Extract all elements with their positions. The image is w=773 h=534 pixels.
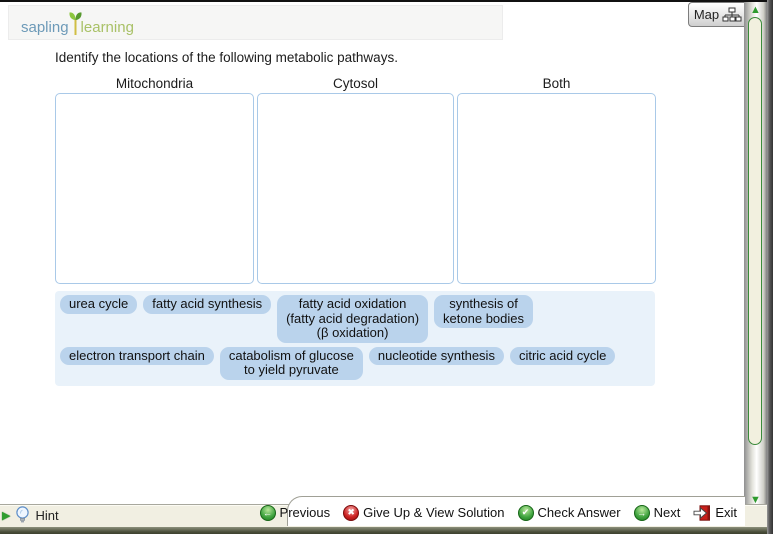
bin-header-both: Both xyxy=(542,76,571,91)
expand-arrow-icon[interactable]: ▶ xyxy=(2,509,11,522)
sapling-learning-logo: sapling learning xyxy=(21,10,134,35)
next-label: Next xyxy=(653,505,681,520)
exit-door-icon xyxy=(693,504,711,521)
previous-button[interactable]: ← Previous xyxy=(259,504,331,521)
window-bottom-border xyxy=(0,527,767,534)
map-button-label: Map xyxy=(693,7,720,22)
hint-label: Hint xyxy=(35,507,59,523)
dropzone-mitochondria[interactable] xyxy=(55,93,254,284)
nav-button-tab: ← Previous ✖ Give Up & View Solution ✔ C… xyxy=(259,496,745,526)
chip-row-2: electron transport chain catabolism of g… xyxy=(60,346,650,380)
hint-button[interactable]: ▶ Hint xyxy=(2,506,59,524)
sprout-icon xyxy=(69,12,82,35)
check-answer-button[interactable]: ✔ Check Answer xyxy=(517,504,621,521)
chip-synthesis-of-ketone-bodies[interactable]: synthesis of ketone bodies xyxy=(434,295,533,328)
chip-electron-transport-chain[interactable]: electron transport chain xyxy=(60,346,214,365)
scrollbar-thumb[interactable] xyxy=(748,17,762,445)
scroll-up-arrow-icon[interactable]: ▲ xyxy=(750,4,761,16)
chip-catabolism-of-glucose[interactable]: catabolism of glucose to yield pyruvate xyxy=(219,346,363,380)
give-up-x-icon: ✖ xyxy=(343,504,360,521)
give-up-label: Give Up & View Solution xyxy=(363,505,505,520)
scroll-down-arrow-icon[interactable]: ▼ xyxy=(750,494,761,506)
map-button[interactable]: Map xyxy=(688,2,748,27)
lightbulb-icon xyxy=(16,506,30,523)
chip-row-1: urea cycle fatty acid synthesis fatty ac… xyxy=(60,295,650,343)
dropzone-cytosol[interactable] xyxy=(257,93,454,284)
exit-label: Exit xyxy=(715,505,737,520)
next-button[interactable]: → Next xyxy=(633,504,681,521)
question-prompt: Identify the locations of the following … xyxy=(55,50,398,65)
chip-citric-acid-cycle[interactable]: citric acid cycle xyxy=(509,346,616,365)
window-right-border xyxy=(767,0,773,534)
chip-bank-panel: urea cycle fatty acid synthesis fatty ac… xyxy=(55,291,655,386)
chip-nucleotide-synthesis[interactable]: nucleotide synthesis xyxy=(368,346,504,365)
window-top-border xyxy=(0,0,773,2)
vertical-scrollbar[interactable]: ▲ ▼ xyxy=(744,2,767,524)
exit-button[interactable]: Exit xyxy=(693,504,737,521)
dropzone-both[interactable] xyxy=(457,93,656,284)
chip-fatty-acid-oxidation[interactable]: fatty acid oxidation (fatty acid degrada… xyxy=(277,295,429,343)
logo-text-learning: learning xyxy=(80,19,134,36)
chip-urea-cycle[interactable]: urea cycle xyxy=(60,295,138,314)
sitemap-icon xyxy=(722,7,742,22)
logo-text-sapling: sapling xyxy=(21,19,69,36)
give-up-button[interactable]: ✖ Give Up & View Solution xyxy=(343,504,505,521)
next-arrow-icon: → xyxy=(633,504,650,521)
chip-fatty-acid-synthesis[interactable]: fatty acid synthesis xyxy=(143,295,272,314)
header-logo-box: sapling learning xyxy=(8,5,503,40)
previous-label: Previous xyxy=(279,505,331,520)
bin-header-mitochondria: Mitochondria xyxy=(115,76,194,91)
check-icon: ✔ xyxy=(517,504,534,521)
check-answer-label: Check Answer xyxy=(537,505,621,520)
bin-header-cytosol: Cytosol xyxy=(332,76,378,91)
previous-arrow-icon: ← xyxy=(259,504,276,521)
